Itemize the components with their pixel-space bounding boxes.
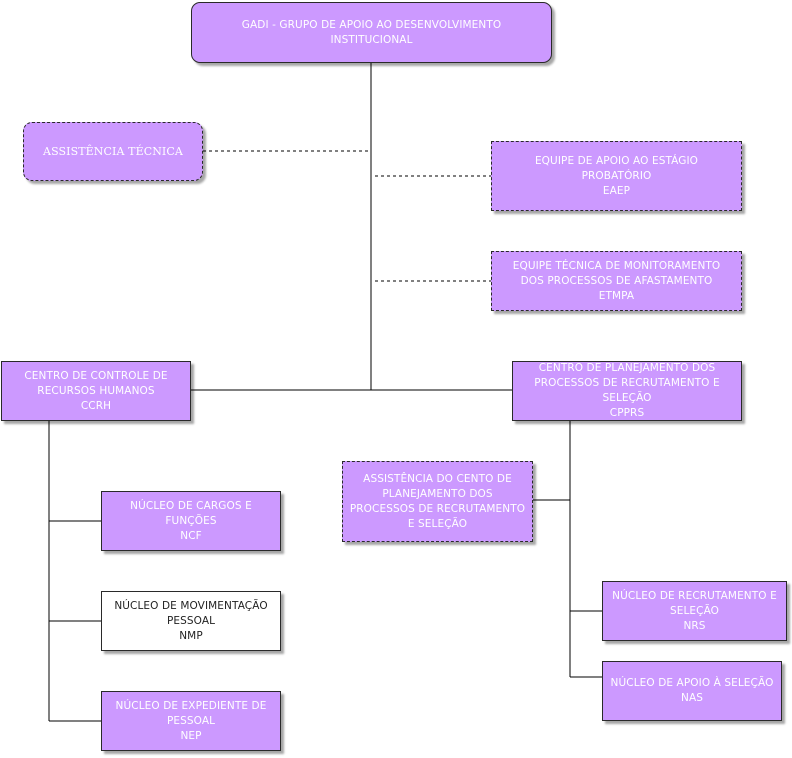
node-nep-line-2: PESSOAL <box>166 714 216 727</box>
node-etmpa[interactable]: EQUIPE TÉCNICA DE MONITORAMENTO DOS PROC… <box>491 251 742 311</box>
node-etmpa-line-3: ETMPA <box>598 289 635 302</box>
node-nas-line-2: NAS <box>680 692 703 704</box>
node-nmp[interactable]: NÚCLEO DE MOVIMENTAÇÃO PESSOAL NMP <box>101 591 281 651</box>
node-assistencia-cpprs-line-2: PLANEJAMENTO DOS <box>382 487 493 500</box>
node-nep-line-3: NEP <box>180 729 202 742</box>
node-eaep-line-2: PROBATÓRIO <box>581 169 652 182</box>
node-assistencia-cpprs-line-1: ASSISTÊNCIA DO CENTO DE <box>363 472 512 485</box>
node-gadi[interactable]: GADI - GRUPO DE APOIO AO DESENVOLVIMENTO… <box>191 2 552 63</box>
node-nmp-line-3: NMP <box>179 629 203 642</box>
node-cpprs-line-2: PROCESSOS DE RECRUTAMENTO E <box>534 377 720 389</box>
node-nas[interactable]: NÚCLEO DE APOIO À SELEÇÃO NAS <box>602 661 782 721</box>
node-etmpa-line-1: EQUIPE TÉCNICA DE MONITORAMENTO <box>512 259 721 272</box>
node-assistencia-tecnica-line-1: ASSISTÊNCIA TÉCNICA <box>43 145 183 158</box>
node-assistencia-cpprs-line-3: PROCESSOS DE RECRUTAMENTO <box>349 502 526 515</box>
node-assistencia-tecnica[interactable]: ASSISTÊNCIA TÉCNICA <box>23 122 203 181</box>
node-nrs-line-1: NÚCLEO DE RECRUTAMENTO E <box>612 589 777 602</box>
node-nrs-line-2: SELEÇÃO <box>669 604 720 617</box>
node-cpprs-line-4: CPPRS <box>609 407 645 419</box>
node-gadi-line-2: INSTITUCIONAL <box>330 33 413 46</box>
node-nep[interactable]: NÚCLEO DE EXPEDIENTE DE PESSOAL NEP <box>101 691 281 751</box>
node-ccrh-line-1: CENTRO DE CONTROLE DE <box>24 369 168 382</box>
node-assistencia-cpprs-line-4: E SELEÇÃO <box>407 517 468 530</box>
node-nmp-line-1: NÚCLEO DE MOVIMENTAÇÃO <box>114 599 268 612</box>
node-nas-line-1: NÚCLEO DE APOIO À SELEÇÃO <box>610 677 774 689</box>
node-gadi-line-1: GADI - GRUPO DE APOIO AO DESENVOLVIMENTO <box>241 18 502 31</box>
node-ccrh[interactable]: CENTRO DE CONTROLE DE RECURSOS HUMANOS C… <box>1 361 191 421</box>
node-cpprs-line-3: SELEÇÃO <box>602 392 652 404</box>
node-cpprs[interactable]: CENTRO DE PLANEJAMENTO DOS PROCESSOS DE … <box>512 361 742 421</box>
node-nrs[interactable]: NÚCLEO DE RECRUTAMENTO E SELEÇÃO NRS <box>602 581 787 641</box>
node-nmp-line-2: PESSOAL <box>166 614 216 627</box>
node-eaep-line-1: EQUIPE DE APOIO AO ESTÁGIO <box>534 154 699 167</box>
node-ncf-line-2: FUNÇÕES <box>165 514 217 527</box>
node-etmpa-line-2: DOS PROCESSOS DE AFASTAMENTO <box>520 274 713 287</box>
node-eaep-line-3: EAEP <box>602 184 631 197</box>
node-assistencia-cpprs[interactable]: ASSISTÊNCIA DO CENTO DE PLANEJAMENTO DOS… <box>342 461 533 542</box>
node-cpprs-line-1: CENTRO DE PLANEJAMENTO DOS <box>538 362 716 374</box>
node-nep-line-1: NÚCLEO DE EXPEDIENTE DE <box>115 699 267 712</box>
node-eaep[interactable]: EQUIPE DE APOIO AO ESTÁGIO PROBATÓRIO EA… <box>491 141 742 211</box>
node-ccrh-line-3: CCRH <box>80 399 112 412</box>
node-ncf-line-1: NÚCLEO DE CARGOS E <box>130 499 252 512</box>
node-ncf[interactable]: NÚCLEO DE CARGOS E FUNÇÕES NCF <box>101 491 281 551</box>
node-ccrh-line-2: RECURSOS HUMANOS <box>37 384 155 397</box>
node-ncf-line-3: NCF <box>180 529 202 542</box>
node-nrs-line-3: NRS <box>683 619 706 632</box>
